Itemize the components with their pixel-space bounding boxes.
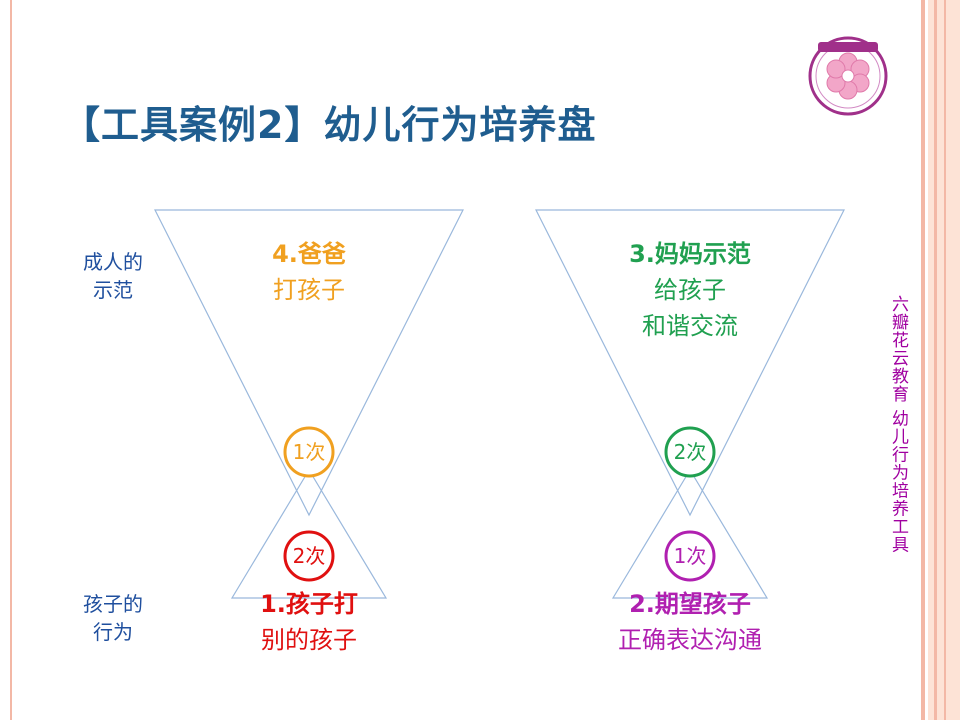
right-bottom-triangle <box>611 468 769 599</box>
right-top-text: 3.妈妈示范 给孩子 和谐交流 <box>580 236 800 344</box>
left-lower-circle <box>283 530 335 582</box>
left-bottom-text: 1.孩子打 别的孩子 <box>199 586 419 658</box>
text-line: 正确表达沟通 <box>618 626 762 654</box>
text-line: 和谐交流 <box>642 312 738 340</box>
text-line: 别的孩子 <box>261 626 357 654</box>
adult-demo-label: 成人的 示范 <box>68 248 158 304</box>
left-top-triangle <box>154 209 464 517</box>
text-line: 1.孩子打 <box>260 590 358 618</box>
right-lower-circle <box>664 530 716 582</box>
adult-label-line: 示范 <box>93 278 133 302</box>
right-bottom-text: 2.期望孩子 正确表达沟通 <box>580 586 800 658</box>
text-line: 2.期望孩子 <box>629 590 751 618</box>
child-label-line: 行为 <box>93 620 133 644</box>
left-lower-count: 2次 <box>292 544 326 568</box>
right-top-triangle <box>535 209 845 517</box>
left-upper-count: 1次 <box>292 440 326 464</box>
page-title: 【工具案例2】幼儿行为培养盘 <box>62 103 597 147</box>
right-upper-circle <box>664 426 716 478</box>
right-border-line <box>944 0 946 720</box>
right-lower-count: 1次 <box>673 544 707 568</box>
left-top-text: 4.爸爸 打孩子 <box>199 236 419 308</box>
adult-label-line: 成人的 <box>83 250 143 274</box>
left-border-line <box>10 0 12 720</box>
text-line: 3.妈妈示范 <box>629 240 751 268</box>
six-petal-flower-logo <box>808 36 888 116</box>
right-upper-count: 2次 <box>673 440 707 464</box>
vertical-caption: 六瓣花云教育 幼儿行为培养工具 <box>888 295 908 554</box>
right-border-line <box>921 0 925 720</box>
left-bottom-triangle <box>230 468 388 599</box>
child-label-line: 孩子的 <box>83 592 143 616</box>
text-line: 给孩子 <box>654 276 726 304</box>
child-behavior-label: 孩子的 行为 <box>68 590 158 646</box>
left-upper-circle <box>283 426 335 478</box>
right-border-line <box>934 0 937 720</box>
text-line: 4.爸爸 <box>272 240 346 268</box>
text-line: 打孩子 <box>273 276 345 304</box>
